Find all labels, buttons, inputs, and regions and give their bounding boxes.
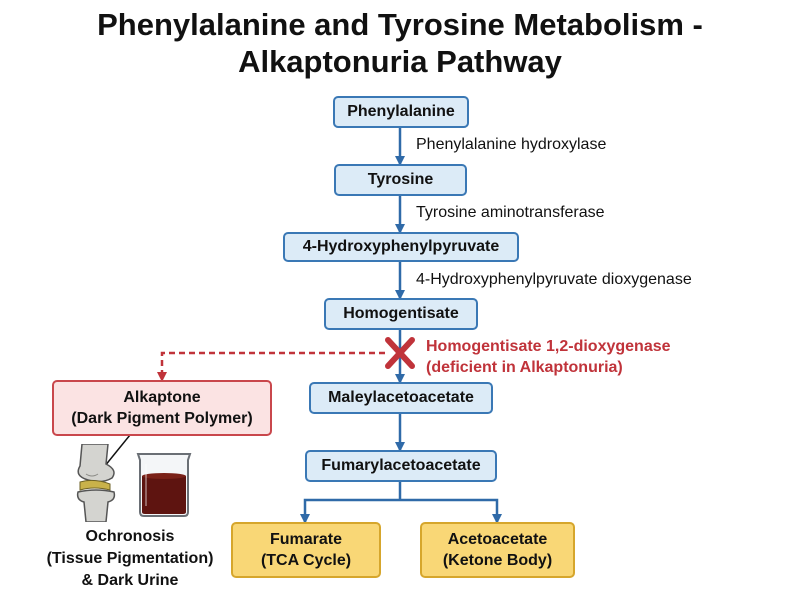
node-4-hydroxyphenylpyruvate: 4-Hydroxyphenylpyruvate: [283, 232, 519, 262]
caption-line-3: & Dark Urine: [81, 572, 179, 589]
knee-joint-icon: [76, 444, 116, 522]
node-acetoacetate-note: (Ketone Body): [442, 552, 553, 569]
caption-line-1: Ochronosis: [85, 528, 175, 545]
urine-beaker-icon: [136, 453, 192, 517]
node-alkaptone-note: (Dark Pigment Polymer): [71, 410, 253, 427]
caption-line-2: (Tissue Pigmentation): [46, 550, 214, 567]
node-fumarylacetoacetate: Fumarylacetoacetate: [305, 450, 497, 482]
enzyme-hgd-note: (deficient in Alkaptonuria): [426, 359, 623, 376]
node-maleylacetoacetate-label: Maleylacetoacetate: [328, 389, 474, 406]
node-tyrosine-label: Tyrosine: [367, 171, 434, 188]
ochronosis-caption: Ochronosis (Tissue Pigmentation) & Dark …: [20, 526, 240, 592]
enzyme-4-hpp-dioxygenase: 4-Hydroxyphenylpyruvate dioxygenase: [416, 271, 692, 288]
node-alkaptone-name: Alkaptone: [123, 389, 201, 406]
x-block-icon: [385, 337, 415, 369]
dashed-arrow-to-alkaptone: [157, 351, 385, 382]
node-acetoacetate: Acetoacetate (Ketone Body): [420, 522, 575, 578]
node-phenylalanine: Phenylalanine: [333, 96, 469, 128]
node-4-hydroxyphenylpyruvate-label: 4-Hydroxyphenylpyruvate: [302, 238, 500, 255]
title-line-1: Phenylalanine and Tyrosine Metabolism -: [97, 7, 703, 42]
node-phenylalanine-label: Phenylalanine: [347, 103, 455, 120]
title-line-2: Alkaptonuria Pathway: [238, 44, 562, 79]
node-homogentisate: Homogentisate: [324, 298, 478, 330]
enzyme-hgd-name: Homogentisate 1,2-dioxygenase: [426, 338, 671, 355]
node-alkaptone: Alkaptone (Dark Pigment Polymer): [52, 380, 272, 436]
node-fumarate-name: Fumarate: [269, 531, 343, 548]
node-acetoacetate-name: Acetoacetate: [447, 531, 548, 548]
arrow-to-fumarate: [300, 498, 400, 524]
node-fumarate-note: (TCA Cycle): [260, 552, 352, 569]
node-tyrosine: Tyrosine: [334, 164, 467, 196]
node-fumarylacetoacetate-label: Fumarylacetoacetate: [321, 457, 481, 474]
node-maleylacetoacetate: Maleylacetoacetate: [309, 382, 493, 414]
arrow-to-acetoacetate: [400, 498, 502, 524]
enzyme-phenylalanine-hydroxylase: Phenylalanine hydroxylase: [416, 136, 607, 153]
node-fumarate: Fumarate (TCA Cycle): [231, 522, 381, 578]
diagram-title: Phenylalanine and Tyrosine Metabolism - …: [0, 6, 800, 80]
enzyme-tyrosine-aminotransferase: Tyrosine aminotransferase: [416, 204, 605, 221]
enzyme-homogentisate-dioxygenase-deficient: Homogentisate 1,2-dioxygenase (deficient…: [426, 336, 671, 378]
node-homogentisate-label: Homogentisate: [343, 305, 459, 322]
